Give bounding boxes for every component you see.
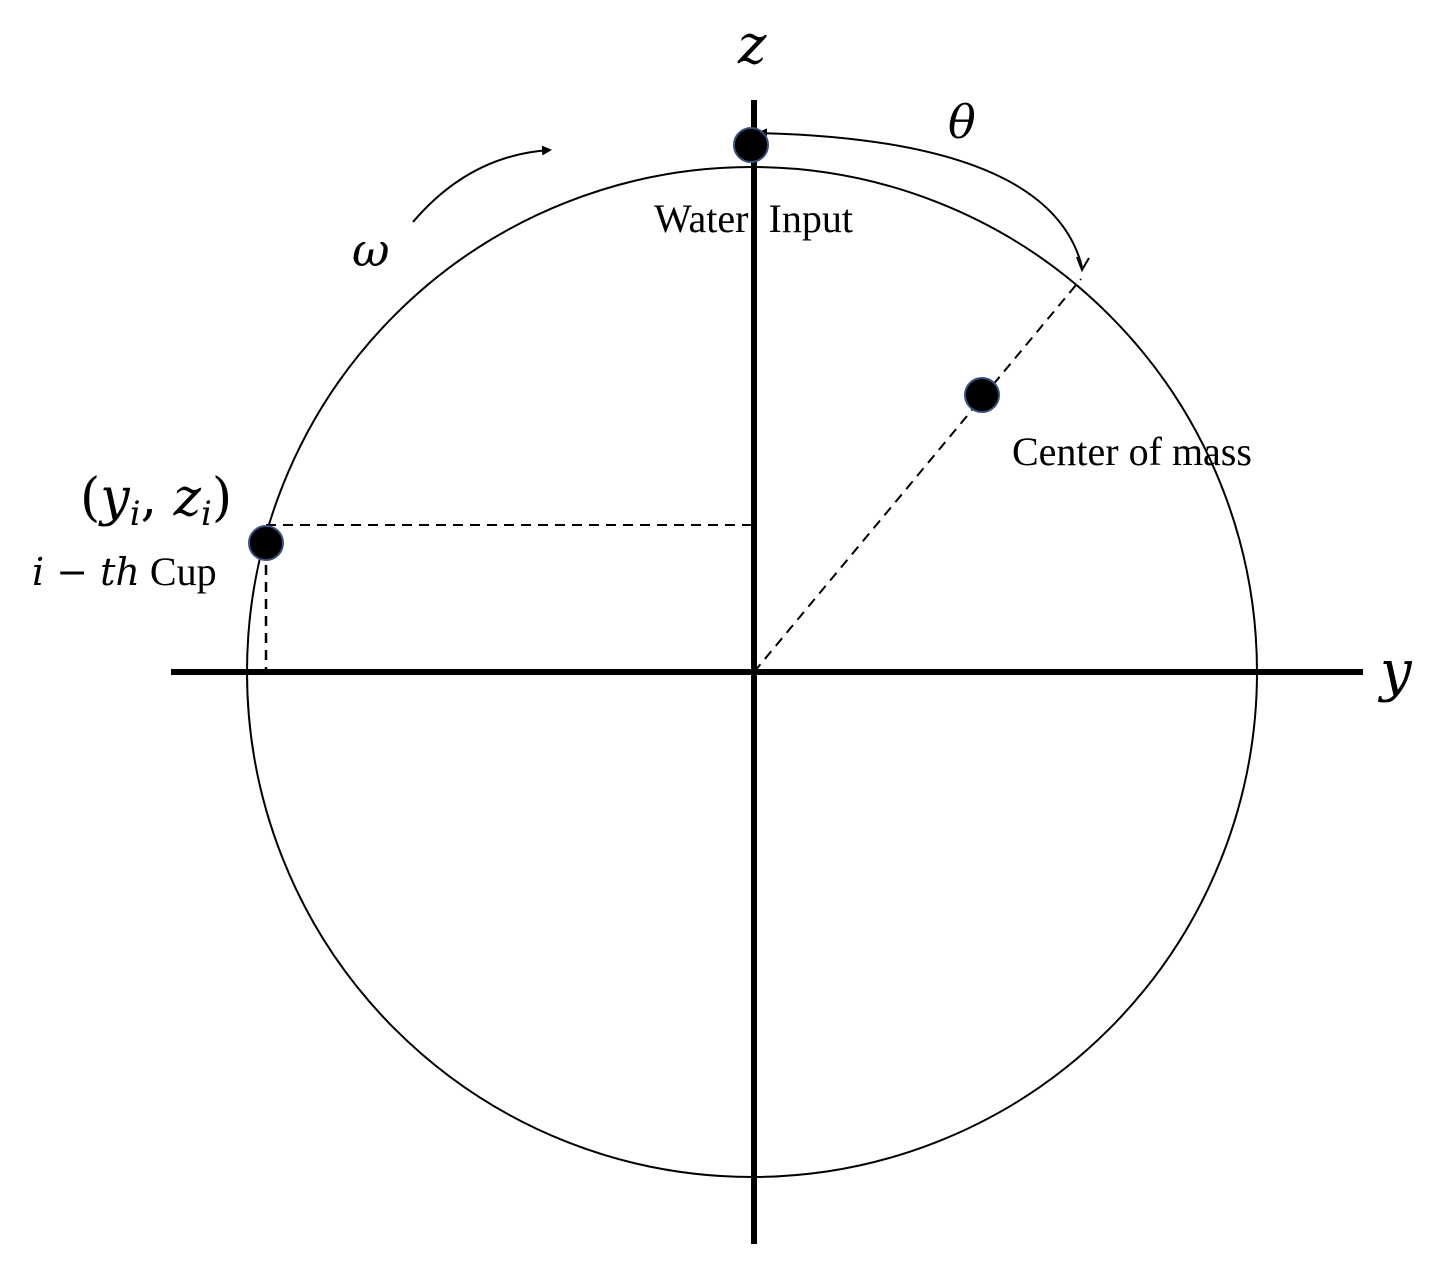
omega-symbol: ω <box>352 223 390 277</box>
center-of-mass-label: Center of mass <box>1012 429 1252 474</box>
cup-coordinate-y-subscript: i <box>130 494 141 534</box>
center-of-mass-dot <box>964 377 1000 413</box>
cup-coordinate-close-paren: ) <box>212 468 232 528</box>
cup-label-math: i − th <box>32 550 140 594</box>
water-input-dot <box>733 127 769 163</box>
cup-coordinate-label: (yi, zi) <box>80 468 232 534</box>
cup-coordinate-y: y <box>98 468 130 528</box>
center-of-mass-radius-line <box>753 278 1082 673</box>
cup-dot <box>248 525 284 561</box>
cup-coordinate-open-paren: ( <box>80 468 100 528</box>
rotation-arrow <box>412 145 552 223</box>
water-input-label: Water Input <box>654 196 853 241</box>
theta-symbol: θ <box>948 95 976 149</box>
cup-coordinate-separator: , <box>141 468 174 528</box>
theta-arc-arrow <box>757 128 1083 268</box>
z-axis-label: z <box>737 13 767 76</box>
cup-coordinate-z: z <box>173 468 202 528</box>
y-axis-label: y <box>1377 639 1413 704</box>
theta-arc-arrowhead <box>1076 256 1090 273</box>
cup-label: i − th Cup <box>32 549 217 594</box>
cup-coordinate-z-subscript: i <box>201 494 212 534</box>
cup-label-text: Cup <box>140 549 217 594</box>
